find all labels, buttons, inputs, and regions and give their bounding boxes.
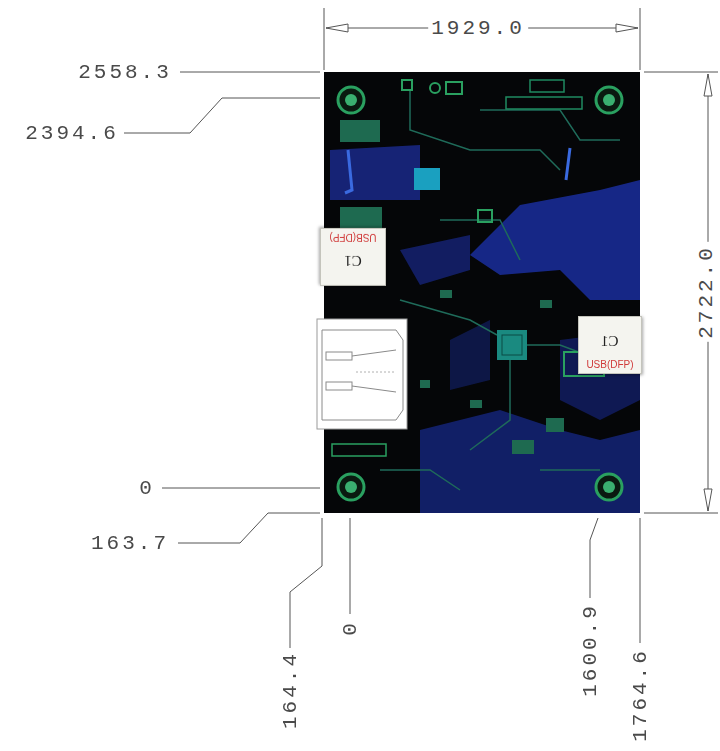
dimension-value: 0 bbox=[136, 477, 158, 500]
reference-designator: C1 bbox=[601, 333, 619, 350]
dimension-value: 1929.0 bbox=[428, 17, 528, 40]
dimension-value: 2394.6 bbox=[22, 122, 122, 145]
connector-callout-box: C1USB(DFP) bbox=[578, 316, 642, 374]
pcb-board bbox=[324, 72, 640, 513]
mounting-holes bbox=[338, 87, 622, 500]
dimension-value: 1764.6 bbox=[629, 645, 652, 745]
port-label: USB(DFP) bbox=[329, 232, 376, 243]
dimension-value: 2558.3 bbox=[75, 61, 175, 84]
hdmi-connector bbox=[317, 319, 407, 429]
connector-callout-box: C1 USB(DFP) bbox=[320, 228, 386, 286]
dimension-value: 1600.9 bbox=[579, 600, 602, 700]
dimension-value: 164.4 bbox=[279, 648, 302, 732]
traces bbox=[380, 90, 620, 490]
dimension-value: 163.7 bbox=[88, 532, 172, 555]
dimension-value: 2722.0 bbox=[695, 242, 718, 342]
dimension-value: 0 bbox=[339, 617, 362, 639]
reference-designator: C1 bbox=[344, 253, 362, 270]
dimension-lines bbox=[124, 8, 718, 648]
port-label: USB(DFP) bbox=[586, 359, 633, 370]
